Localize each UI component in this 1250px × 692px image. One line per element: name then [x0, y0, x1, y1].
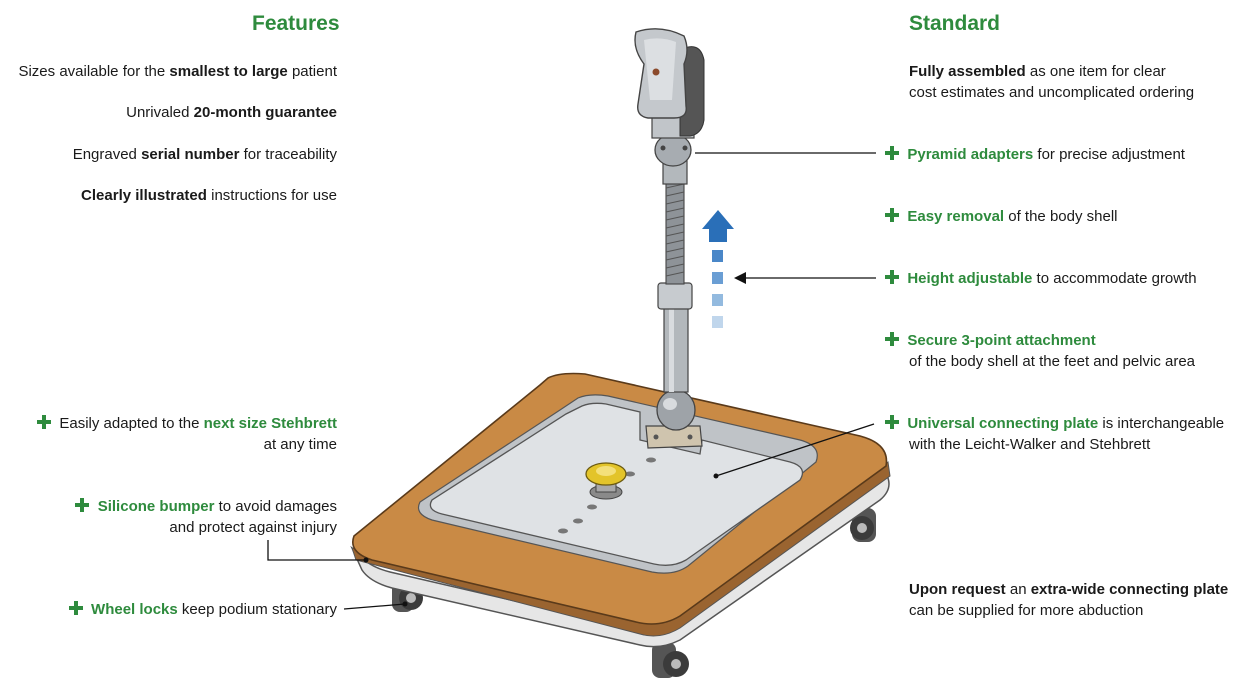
feature-sizes: Sizes available for the smallest to larg… — [18, 63, 337, 80]
plus-icon — [885, 415, 899, 429]
plus-icon — [37, 415, 52, 429]
standard-heading: Standard — [909, 12, 1001, 35]
plus-icon — [885, 146, 899, 160]
standard-assembled: Fully assembled as one item for clear co… — [909, 63, 1195, 101]
standard-removal: Easy removal of the body shell — [885, 206, 1118, 227]
plus-icon — [75, 498, 90, 512]
wheel — [850, 508, 876, 542]
plus-icon — [885, 270, 899, 284]
pointer-arrow-icon — [734, 272, 746, 284]
plus-icon — [885, 332, 899, 346]
feature-serial: Engraved serial number for traceability — [72, 146, 337, 163]
plus-icon — [885, 208, 899, 222]
standard-attachment-line2: of the body shell at the feet and pelvic… — [909, 353, 1196, 370]
wheel — [652, 642, 689, 678]
feature-guarantee: Unrivaled 20-month guarantee — [126, 104, 337, 121]
standard-plate-line2: with the Leicht-Walker and Stehbrett — [909, 436, 1151, 453]
option-wheel-locks: Wheel locks keep podium stationary — [68, 599, 337, 620]
plate-knob — [585, 462, 627, 500]
standard-upon-request: Upon request an extra-wide connecting pl… — [909, 581, 1229, 619]
up-arrow-icon — [702, 210, 734, 328]
silicone-bumper — [350, 464, 890, 648]
option-next-size: Easily adapted to the next size Stehbret… — [37, 413, 337, 455]
option-silicone-bumper: Silicone bumper to avoid damages and pro… — [75, 496, 337, 538]
standard-pyramid: Pyramid adapters for precise adjustment — [885, 144, 1185, 165]
standard-height: Height adjustable to accommodate growth — [885, 268, 1197, 289]
features-heading: Features — [252, 12, 340, 35]
standard-plate: Universal connecting plate is interchang… — [885, 413, 1224, 434]
plus-icon — [68, 601, 83, 615]
feature-instructions: Clearly illustrated instructions for use — [81, 187, 337, 204]
standard-attachment: Secure 3-point attachment — [885, 330, 1096, 351]
